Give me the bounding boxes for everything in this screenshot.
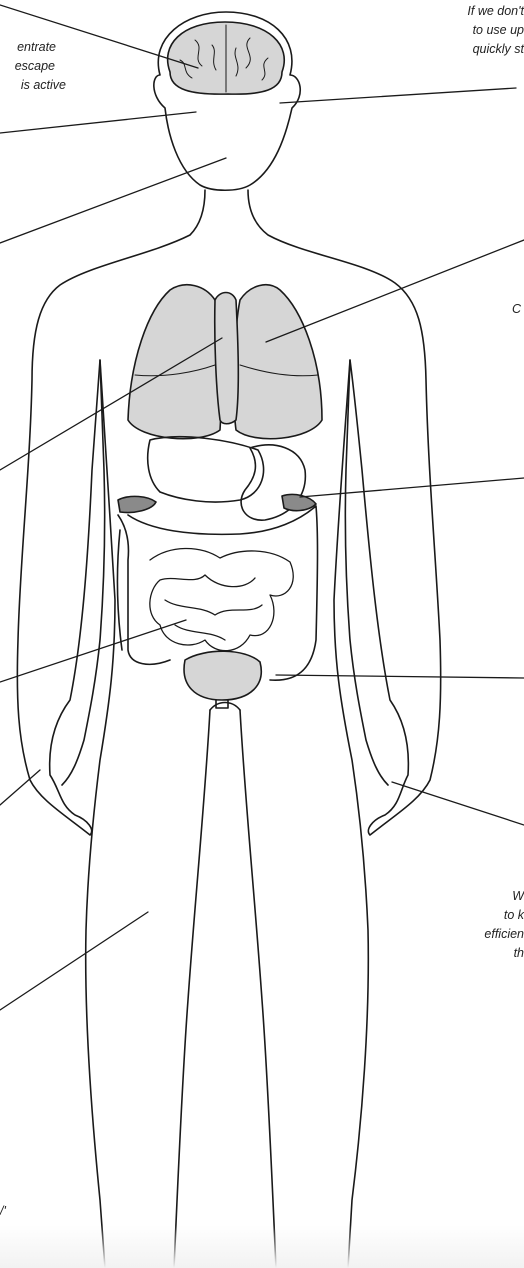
left-lung	[128, 285, 221, 439]
liver	[148, 437, 264, 502]
leader-mouth	[0, 158, 226, 243]
leader-bladder	[276, 675, 524, 678]
small-intestine	[150, 548, 293, 650]
annotation-top-right-line-2: to use up	[456, 21, 524, 39]
annotation-lungs-right: C	[512, 300, 521, 318]
annotation-top-right-line-1: If we don't	[436, 2, 524, 20]
left-kidney	[118, 496, 156, 512]
annotation-bottom-left: /'	[0, 1202, 6, 1220]
right-kidney	[282, 494, 316, 510]
trachea-heart	[215, 293, 239, 424]
annotation-mid-right-line-3: efficien	[462, 925, 524, 943]
annotation-top-left-line-2: escape	[0, 57, 55, 75]
bladder	[184, 651, 261, 700]
right-lung	[234, 285, 322, 439]
leader-intestine	[0, 620, 186, 682]
annotation-mid-right-line-4: th	[494, 944, 524, 962]
leader-face-right	[280, 88, 516, 103]
annotation-mid-right-line-2: to k	[480, 906, 524, 924]
leg-divide	[174, 710, 276, 1268]
leader-lungs	[266, 240, 524, 342]
annotation-mid-right-line-1: W	[490, 887, 524, 905]
leader-hand-right	[392, 782, 524, 825]
leader-kidney	[300, 478, 524, 497]
annotation-top-left-line-1: entrate	[0, 38, 56, 56]
leader-thigh	[0, 912, 148, 1010]
bottom-fade	[0, 1225, 524, 1268]
annotation-top-right-line-3: quickly st	[446, 40, 524, 58]
annotation-top-left-line-3: is active	[0, 76, 66, 94]
